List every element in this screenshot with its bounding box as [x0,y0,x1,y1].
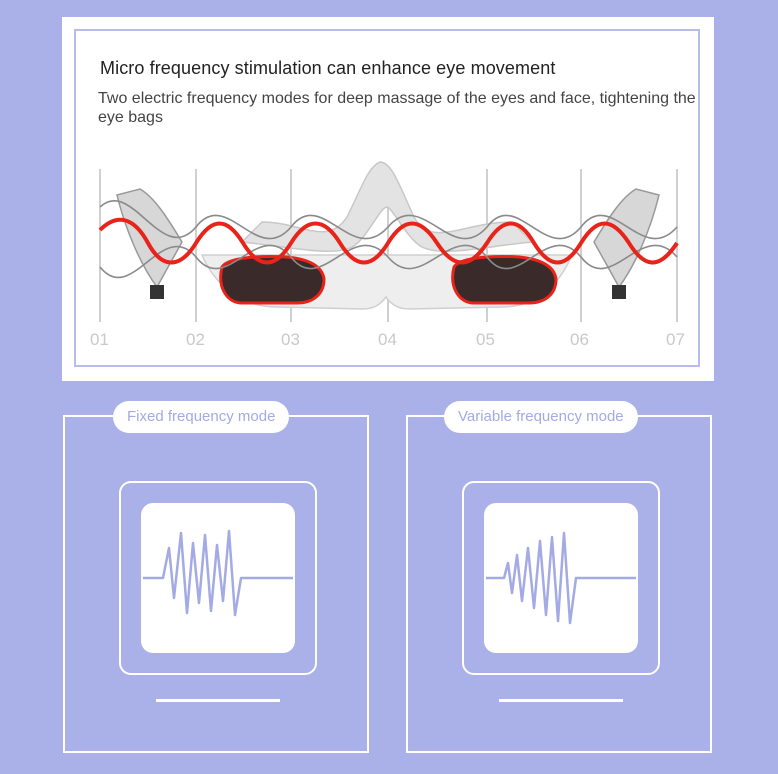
variable-frequency-mode-label: Variable frequency mode [444,401,638,433]
waveform-icon [486,531,636,625]
eye-massager-illustration: 01 02 03 04 05 06 07 [90,161,685,349]
fixed-frequency-mode-card: Fixed frequency mode [63,401,369,753]
monitor-frame [119,481,317,675]
stimulation-wave [98,217,679,265]
feature-headline: Micro frequency stimulation can enhance … [100,58,556,78]
feature-description: Two electric frequency modes for deep ma… [98,90,696,126]
marker-label: 01 [90,330,109,349]
monitor-screen [484,503,638,653]
monitor-screen [141,503,295,653]
marker-label: 03 [281,330,300,349]
monitor-base [499,699,623,702]
marker-label: 07 [666,330,685,349]
waveform-icon [143,529,293,617]
monitor-base [156,699,280,702]
fixed-frequency-mode-label: Fixed frequency mode [113,401,290,433]
feature-panel: Micro frequency stimulation can enhance … [62,17,714,381]
marker-label: 06 [570,330,589,349]
marker-label: 04 [378,330,397,349]
frequency-waves [99,199,678,279]
marker-label: 02 [186,330,205,349]
feature-frame [74,29,700,367]
marker-label: 05 [476,330,495,349]
variable-frequency-mode-card: Variable frequency mode [406,401,712,753]
monitor-frame [462,481,660,675]
